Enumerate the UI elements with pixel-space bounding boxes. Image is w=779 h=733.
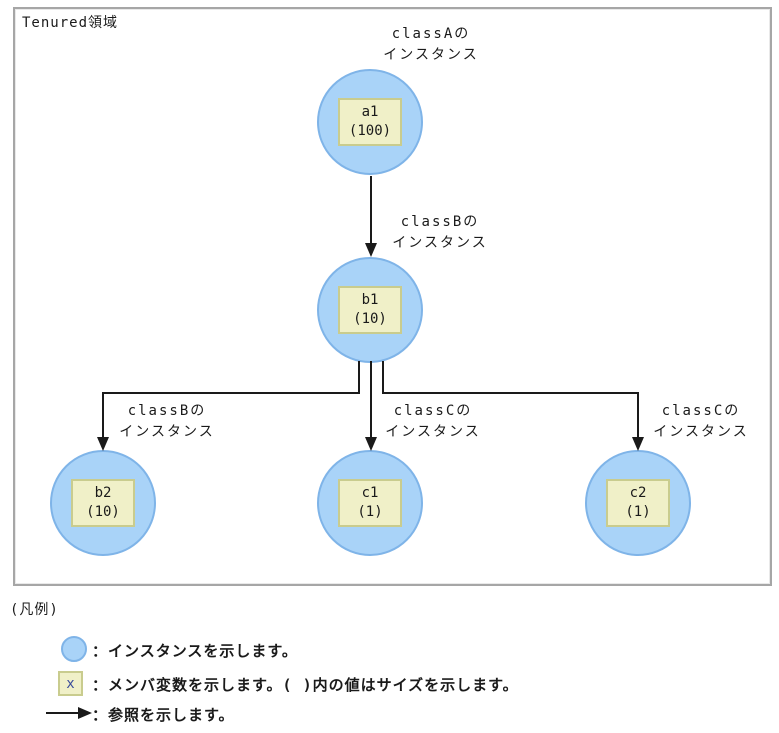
- member-variable-box: c2 (1): [606, 479, 670, 527]
- instance-node-b1: b1 (10): [317, 257, 423, 363]
- tenured-region-title: Tenured領域: [22, 15, 119, 31]
- class-label-line2: インスタンス: [653, 424, 749, 440]
- class-label-b1: classBの インスタンス: [350, 212, 530, 254]
- member-variable-box: b2 (10): [71, 479, 135, 527]
- member-size: (1): [357, 504, 383, 520]
- instance-node-c2: c2 (1): [585, 450, 691, 556]
- class-label-c1: classCの インスタンス: [343, 401, 523, 443]
- legend-item-reference: ：参照を示します。: [92, 706, 235, 724]
- member-size: (10): [86, 504, 120, 520]
- legend-item-member-variable: ：メンバ変数を示します。( )内の値はサイズを示します。: [92, 676, 519, 694]
- class-label-line2: インスタンス: [392, 235, 488, 251]
- class-label-line1: classBの: [127, 403, 207, 419]
- member-variable-box-icon: x: [58, 671, 83, 696]
- member-name: c1: [361, 485, 379, 501]
- instance-node-a1: a1 (100): [317, 69, 423, 175]
- member-variable-box: a1 (100): [338, 98, 402, 146]
- class-label-line1: classCの: [661, 403, 741, 419]
- member-size: (100): [348, 123, 392, 139]
- member-size: (10): [353, 311, 387, 327]
- class-label-line1: classCの: [393, 403, 473, 419]
- class-label-line2: インスタンス: [385, 424, 481, 440]
- legend-title: (凡例): [10, 602, 59, 618]
- class-label-line2: インスタンス: [119, 424, 215, 440]
- class-label-c2: classCの インスタンス: [611, 401, 779, 443]
- member-variable-box: b1 (10): [338, 286, 402, 334]
- instance-node-b2: b2 (10): [50, 450, 156, 556]
- instance-circle-icon: [61, 636, 87, 662]
- legend-item-instance: ：インスタンスを示します。: [92, 642, 298, 660]
- member-variable-box: c1 (1): [338, 479, 402, 527]
- member-name: a1: [361, 104, 379, 120]
- member-name: c2: [629, 485, 647, 501]
- class-label-line1: classAの: [391, 26, 471, 42]
- class-label-line1: classBの: [400, 214, 480, 230]
- member-name: b1: [361, 292, 379, 308]
- member-variable-symbol: x: [66, 675, 75, 692]
- member-name: b2: [94, 485, 112, 501]
- member-size: (1): [625, 504, 651, 520]
- class-label-a1: classAの インスタンス: [341, 24, 521, 66]
- class-label-b2: classBの インスタンス: [77, 401, 257, 443]
- reference-arrow-icon: [46, 707, 92, 719]
- instance-node-c1: c1 (1): [317, 450, 423, 556]
- class-label-line2: インスタンス: [383, 47, 479, 63]
